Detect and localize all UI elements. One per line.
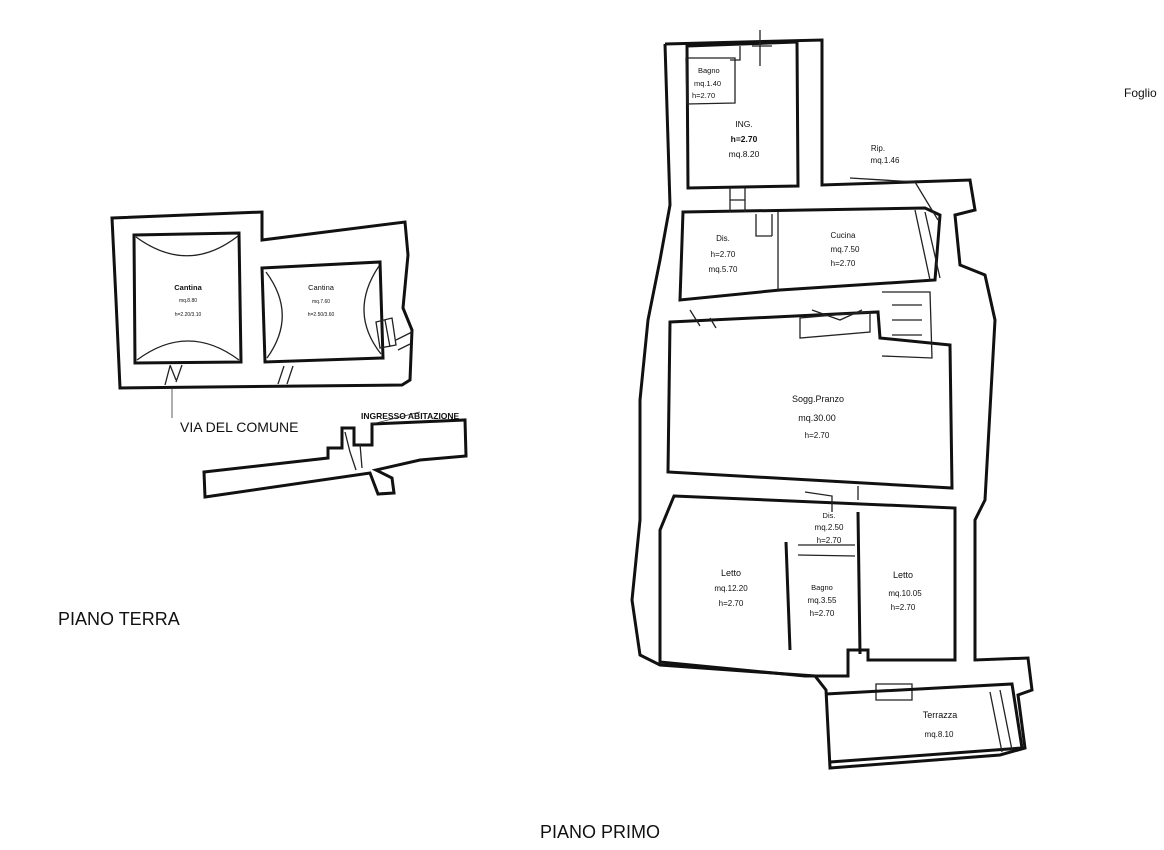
bagno-2-name: Bagno (811, 583, 833, 592)
rip-area: mq.1.46 (871, 156, 900, 165)
street-label: VIA DEL COMUNE (180, 419, 299, 435)
ground-floor-outer-wall (110, 210, 414, 390)
ground-floor-door-1 (164, 364, 183, 386)
first-floor-outer-wall (630, 38, 1034, 770)
dis-2-area: mq.2.50 (815, 523, 844, 532)
dis-2-name: Dis. (823, 511, 836, 520)
bagno-small-walls (685, 57, 736, 105)
entrance-stair (344, 431, 363, 471)
dis-door-marks (804, 486, 859, 512)
terrazza-railing (989, 689, 1013, 753)
soggiorno-area: mq.30.00 (798, 413, 836, 423)
ingresso-area: mq.8.20 (729, 149, 760, 159)
rip-diagonal (849, 177, 939, 221)
dis-1-height: h=2.70 (711, 250, 736, 259)
soggiorno-name: Sogg.Pranzo (792, 394, 844, 404)
terrazza-walls (825, 682, 1024, 764)
entrance-pointer-line (371, 411, 421, 425)
dis-cucina-walls (678, 206, 942, 302)
bagno-1-name: Bagno (698, 66, 720, 75)
ingresso-walls (685, 40, 800, 190)
soggiorno-height: h=2.70 (805, 431, 830, 440)
cantina-1-walls (132, 231, 243, 365)
soggiorno-walls (666, 310, 954, 490)
ground-floor-plan (110, 210, 468, 499)
ground-floor-detail-lines (395, 331, 413, 351)
rip-name: Rip. (871, 144, 885, 153)
ingresso-name: ING. (735, 119, 752, 129)
cantina-2-vault-arc-left (265, 271, 283, 359)
dis-1-name: Dis. (716, 234, 730, 243)
terrazza-area: mq.8.10 (925, 730, 954, 739)
dis-1-area: mq.5.70 (709, 265, 738, 274)
first-floor-stair (881, 291, 933, 359)
bagno-top-wall (797, 544, 856, 557)
letto-1-height: h=2.70 (719, 599, 744, 608)
ingresso-door (729, 188, 746, 212)
cucina-height: h=2.70 (831, 259, 856, 268)
cantina-1-vault-arc-top (135, 235, 239, 257)
bagno-1-area: mq.1.40 (694, 79, 721, 88)
cantina-2-walls (260, 260, 385, 364)
bagno-2-area: mq.3.55 (808, 596, 837, 605)
cantina-2-height: h=2.50/3.60 (308, 312, 335, 318)
first-floor-title: PIANO PRIMO (540, 822, 660, 842)
entry-door-marks (730, 30, 772, 66)
letto-2-area: mq.10.05 (888, 589, 922, 598)
cantina-1-vault-arc-bottom (136, 340, 240, 361)
letto-1-area: mq.12.20 (714, 584, 748, 593)
cantina-2-name: Cantina (308, 283, 335, 292)
bedroom-block-walls (658, 494, 957, 678)
dis-door (755, 214, 773, 237)
letto-2-name: Letto (893, 570, 913, 580)
ground-floor-door-2 (277, 365, 294, 385)
cucina-area: mq.7.50 (831, 245, 860, 254)
terrace-door (875, 683, 913, 701)
cantina-1-area: mq.8.80 (179, 298, 197, 304)
ground-floor-title: PIANO TERRA (58, 609, 180, 629)
cantina-1-name: Cantina (174, 283, 202, 292)
ground-floor-stair (375, 317, 397, 349)
letto-2-height: h=2.70 (891, 603, 916, 612)
soggiorno-fireplace (799, 309, 871, 339)
ingresso-height: h=2.70 (731, 134, 758, 144)
bagno-2-height: h=2.70 (810, 609, 835, 618)
cucina-side-lines (914, 209, 941, 281)
entrance-block-walls (202, 418, 468, 499)
cucina-name: Cucina (831, 231, 856, 240)
cantina-2-vault-arc-right (363, 265, 382, 355)
terrazza-name: Terrazza (923, 710, 958, 720)
bedroom-partitions (784, 511, 862, 655)
first-floor-plan (630, 30, 1034, 770)
sheet-label: Foglio (1124, 86, 1157, 100)
dis-2-height: h=2.70 (817, 536, 842, 545)
letto-1-name: Letto (721, 568, 741, 578)
cantina-2-area: mq.7.60 (312, 299, 330, 305)
bagno-1-height: h=2.70 (692, 91, 715, 100)
soggiorno-door-marks (689, 309, 717, 329)
cantina-1-height: h=2.20/3.10 (175, 312, 202, 318)
entrance-label: INGRESSO ABITAZIONE (361, 411, 460, 421)
